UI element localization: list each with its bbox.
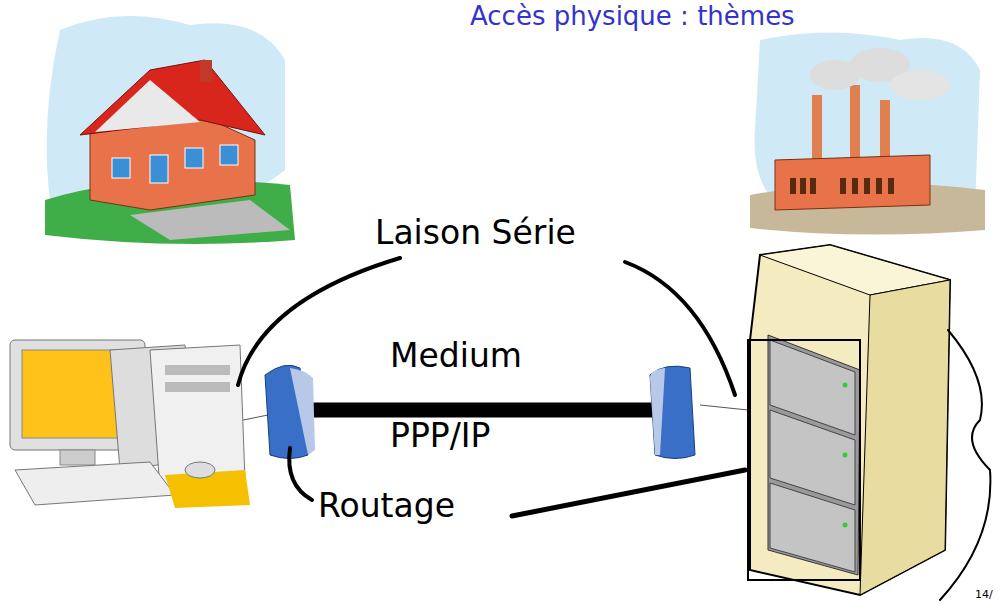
medium-label: Medium [390, 338, 522, 374]
protocol-label: PPP/IP [390, 418, 490, 454]
modem-icon [265, 365, 695, 458]
routing-label: Routage [318, 488, 455, 524]
server-rack [748, 245, 950, 595]
house-icon [45, 16, 295, 244]
computer-icon [10, 340, 250, 508]
page-number: 14/ [975, 589, 993, 601]
slide-title: Accès physique : thèmes [470, 2, 795, 31]
brush-strokes [238, 258, 990, 600]
link-label: Laison Série [375, 215, 576, 251]
factory-icon [750, 33, 985, 235]
